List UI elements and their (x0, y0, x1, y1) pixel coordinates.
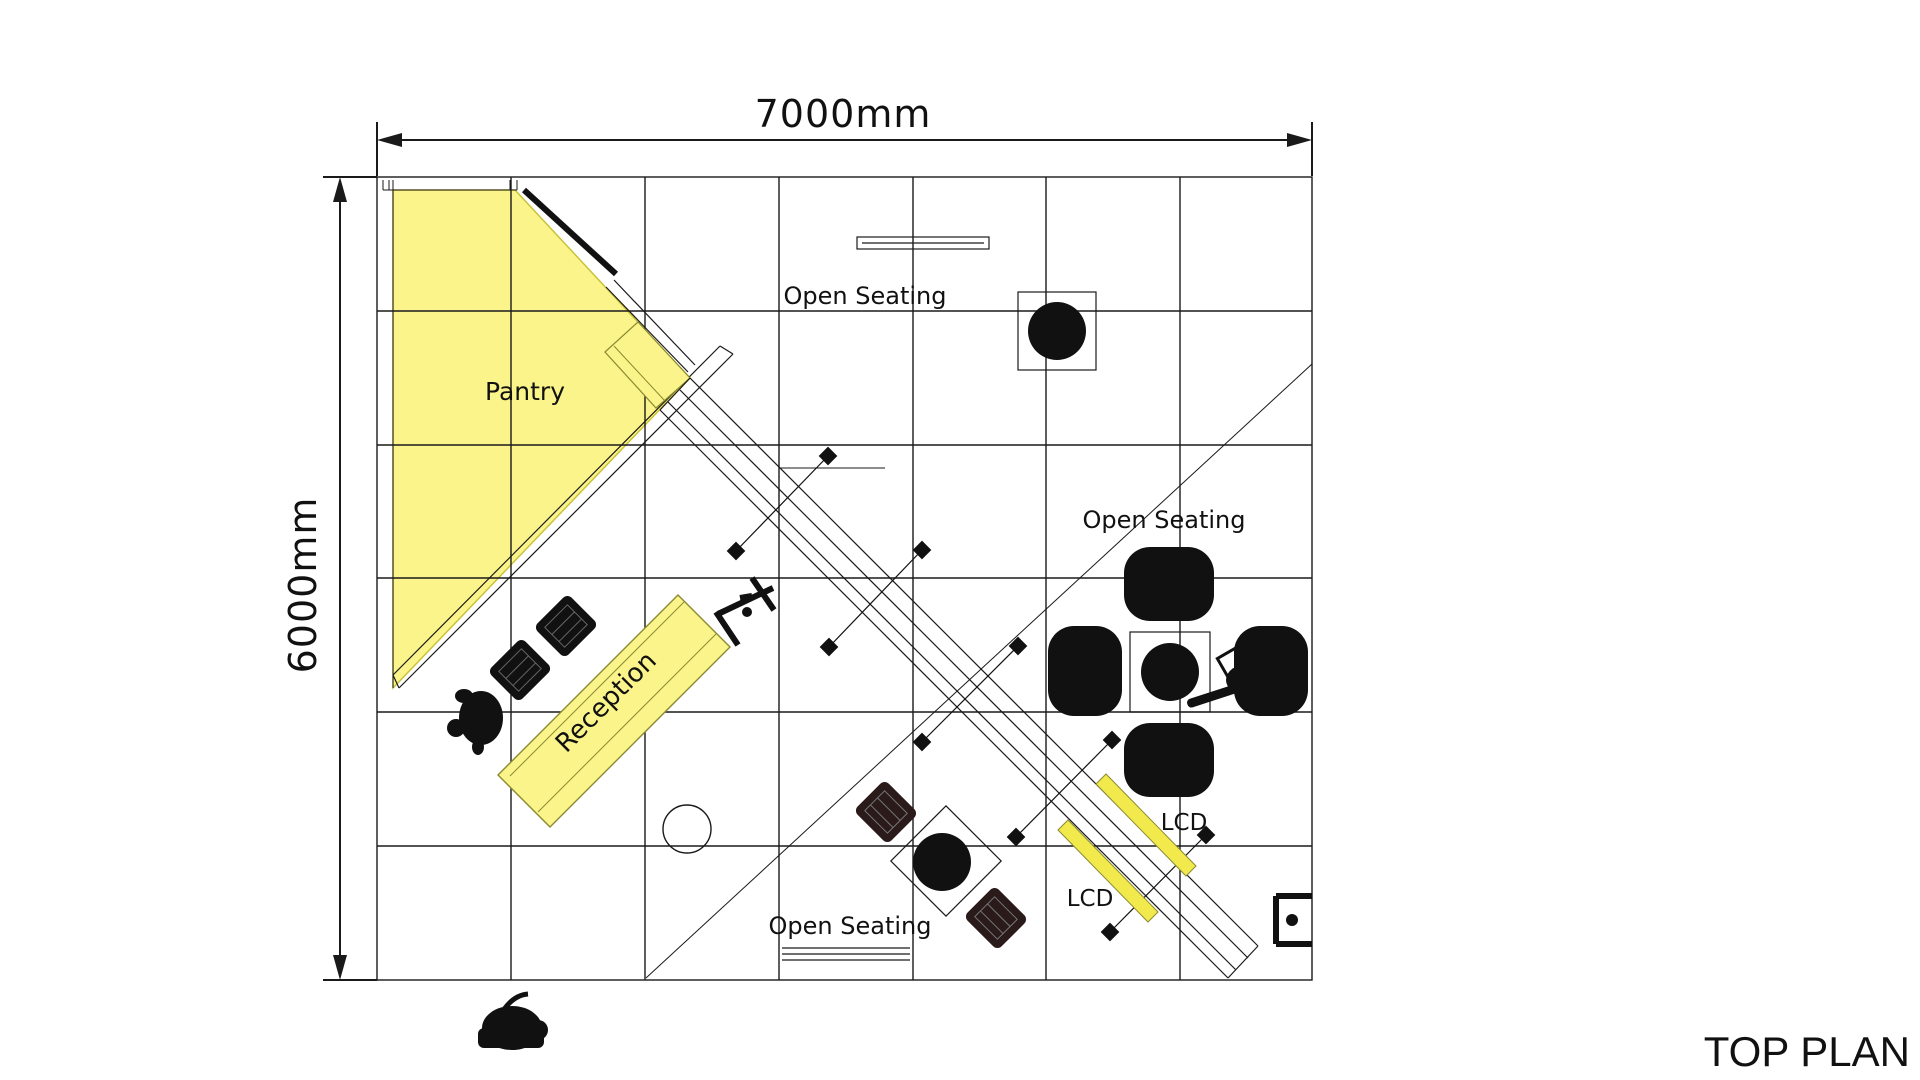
top-bench (856, 236, 990, 250)
armchair-icon (1048, 626, 1122, 716)
reception-chair (489, 595, 597, 701)
display-stands (726, 446, 1216, 942)
lcd-lower-label: LCD (1067, 886, 1114, 912)
diagonal-display-wall (659, 377, 1259, 979)
booth-edge-details (382, 180, 518, 688)
plan-grid (376, 176, 1313, 981)
round-bin (662, 804, 712, 854)
lcd-upper-label: LCD (1161, 810, 1208, 836)
open-seating-top-label: Open Seating (784, 282, 947, 310)
person-icon (447, 689, 503, 755)
person-icon (478, 991, 548, 1050)
guide-lines (645, 363, 1313, 979)
bottom-bench (782, 947, 910, 961)
lcd-upper (1095, 773, 1197, 877)
display-stand-icon (713, 576, 777, 647)
drawing-title: TOP PLAN (1704, 1028, 1910, 1075)
lcd-lower (1057, 819, 1159, 923)
person-icon (1187, 646, 1270, 708)
open-seating-bottom-label: Open Seating (769, 912, 932, 940)
armchair-icon (1124, 547, 1214, 621)
right-lounge (1048, 547, 1308, 797)
pantry-label: Pantry (485, 377, 565, 406)
pantry-partition (392, 187, 734, 689)
display-stand-icon (1273, 893, 1312, 947)
armchair-icon (1124, 723, 1214, 797)
bottom-table (889, 804, 1003, 918)
bottom-chair (855, 781, 1027, 949)
height-dimension-label: 6000mm (281, 497, 325, 674)
width-dimension (376, 122, 1313, 176)
open-seating-right-label: Open Seating (1083, 506, 1246, 534)
top-table (1017, 291, 1097, 371)
width-dimension-label: 7000mm (755, 92, 932, 136)
height-dimension (323, 176, 377, 981)
reception-desk (497, 594, 731, 828)
